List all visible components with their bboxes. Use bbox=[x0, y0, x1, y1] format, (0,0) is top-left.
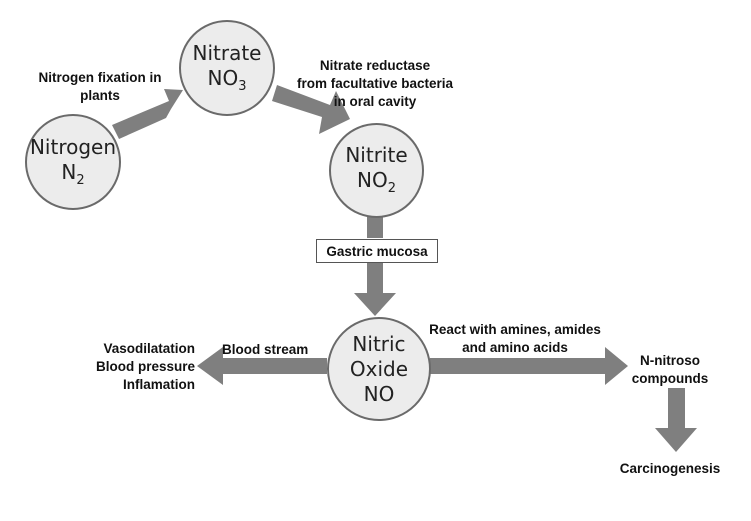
arrow-nitrite-to-gastric bbox=[367, 216, 383, 238]
arrow-nitric-oxide-to-nitroso bbox=[430, 347, 628, 385]
arrow-nitrogen-to-nitrate bbox=[112, 89, 183, 139]
arrow-nitroso-to-carcinogenesis bbox=[655, 388, 697, 452]
node-nitrite: Nitrite NO2 bbox=[329, 123, 424, 218]
label-react-with: React with amines, amides and amino acid… bbox=[429, 322, 601, 356]
nitric-oxide-line3: NO bbox=[363, 381, 395, 406]
nitrate-name: Nitrate bbox=[192, 40, 262, 65]
node-nitrogen: Nitrogen N2 bbox=[25, 114, 121, 210]
nitric-oxide-line1: Nitric bbox=[352, 331, 406, 356]
nitrate-formula: NO3 bbox=[207, 65, 247, 94]
arrow-gastric-to-nitric-oxide bbox=[354, 263, 396, 316]
label-n-nitroso: N-nitroso compounds bbox=[631, 353, 709, 387]
node-nitrate: Nitrate NO3 bbox=[179, 20, 275, 116]
nitrite-name: Nitrite bbox=[345, 143, 408, 168]
gastric-mucosa-box: Gastric mucosa bbox=[316, 239, 438, 263]
nitrogen-name: Nitrogen bbox=[29, 134, 117, 159]
nitrogen-formula: N2 bbox=[61, 159, 85, 188]
label-effects: Vasodilatation Blood pressure Inflamatio… bbox=[95, 341, 195, 393]
nitrite-formula: NO2 bbox=[357, 168, 396, 197]
arrow-nitric-oxide-to-blood bbox=[197, 347, 327, 385]
arrow-nitrate-to-nitrite bbox=[272, 85, 350, 134]
label-carcinogenesis: Carcinogenesis bbox=[619, 461, 721, 476]
node-nitric-oxide: Nitric Oxide NO bbox=[327, 317, 431, 421]
nitric-oxide-line2: Oxide bbox=[349, 356, 409, 381]
label-nitrate-reductase: Nitrate reductase from facultative bacte… bbox=[296, 58, 454, 110]
label-nitrogen-fixation: Nitrogen fixation in plants bbox=[38, 70, 162, 104]
gastric-mucosa-label: Gastric mucosa bbox=[326, 243, 428, 259]
label-blood-stream: Blood stream bbox=[222, 342, 309, 357]
